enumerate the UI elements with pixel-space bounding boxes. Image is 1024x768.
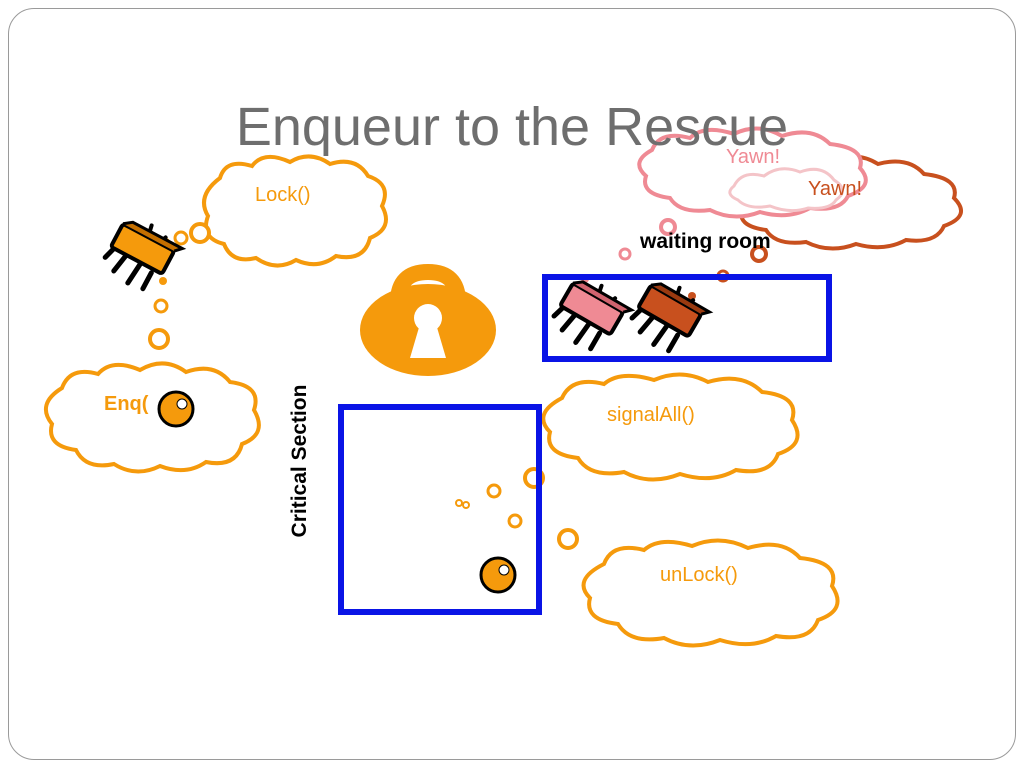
unlock-cloud: [581, 538, 840, 648]
ball-icon-critical: [479, 556, 517, 594]
ball-icon-enq: [157, 390, 195, 428]
lock-cloud: [202, 154, 388, 268]
bug-icon-waiting-pink: [548, 273, 636, 359]
enq-cloud-label: Enq(: [104, 393, 149, 415]
yawn-label-rust: Yawn!: [808, 178, 863, 200]
critical-section-label: Critical Section: [288, 384, 311, 538]
signalall-cloud: [541, 372, 800, 482]
bug-icon-enqueuer: [100, 213, 187, 298]
thought-bubbles: [148, 218, 768, 550]
slide-title: Enqueur to the Rescue: [235, 97, 789, 157]
padlock-icon: [360, 263, 496, 376]
lock-cloud-label: Lock(): [255, 184, 311, 206]
critical-section-box: [338, 404, 542, 615]
enq-cloud: [43, 361, 261, 474]
bug-icon-waiting-rust: [626, 275, 714, 361]
unlock-cloud-label: unLock(): [660, 564, 738, 586]
yawn-label-pink: Yawn!: [726, 146, 781, 168]
waiting-room-label: waiting room: [640, 230, 771, 253]
waiting-room-box: [542, 274, 832, 362]
signalall-cloud-label: signalAll(): [607, 404, 695, 426]
yawn-cloud-pink: [637, 126, 868, 219]
